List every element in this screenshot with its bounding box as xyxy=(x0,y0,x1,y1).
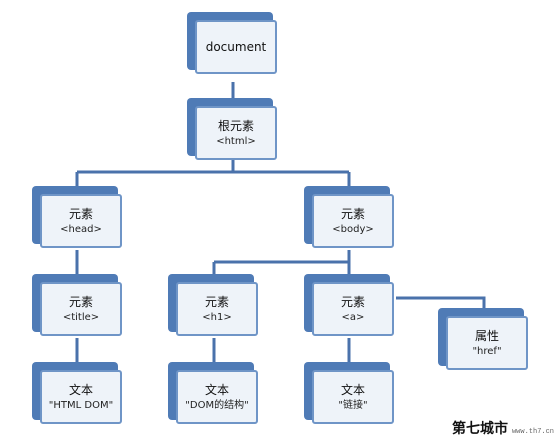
node-box: 文本 "DOM的结构" xyxy=(176,370,258,424)
connector-a-href xyxy=(396,296,486,312)
node-body: 元素 <body> xyxy=(304,186,396,250)
node-text-dom-structure-subtitle: "DOM的结构" xyxy=(185,399,249,411)
node-h1-subtitle: <h1> xyxy=(202,311,232,323)
node-html: 根元素 <html> xyxy=(187,98,279,162)
node-a-title: 元素 xyxy=(340,294,365,309)
node-href-attribute-subtitle: "href" xyxy=(472,345,502,357)
node-document-title: document xyxy=(205,40,267,54)
node-document: document xyxy=(187,12,279,76)
node-box: 元素 <body> xyxy=(312,194,394,248)
node-title-element-title: 元素 xyxy=(68,294,93,309)
node-box: 根元素 <html> xyxy=(195,106,277,160)
node-text-dom-structure-title: 文本 xyxy=(204,382,229,397)
node-text-html-dom: 文本 "HTML DOM" xyxy=(32,362,124,426)
connector-html-head-body xyxy=(75,160,351,190)
node-href-attribute: 属性 "href" xyxy=(438,308,530,372)
watermark-url: www.th7.cn xyxy=(511,428,554,436)
node-body-subtitle: <body> xyxy=(332,223,374,235)
node-text-link-subtitle: "链接" xyxy=(338,399,368,411)
node-a: 元素 <a> xyxy=(304,274,396,338)
node-box: 文本 "HTML DOM" xyxy=(40,370,122,424)
node-box: 元素 <title> xyxy=(40,282,122,336)
node-body-title: 元素 xyxy=(340,206,365,221)
node-title-element-subtitle: <title> xyxy=(62,311,100,323)
node-box: 元素 <head> xyxy=(40,194,122,248)
watermark-brand: 第七城市 xyxy=(451,421,508,437)
node-title-element: 元素 <title> xyxy=(32,274,124,338)
node-h1: 元素 <h1> xyxy=(168,274,260,338)
watermark: 第七城市 www.th7.cn xyxy=(452,418,554,438)
node-href-attribute-title: 属性 xyxy=(474,328,499,343)
connector-body-children xyxy=(212,250,351,276)
node-text-html-dom-title: 文本 xyxy=(68,382,93,397)
node-text-link-title: 文本 xyxy=(340,382,365,397)
node-html-title: 根元素 xyxy=(217,118,254,133)
node-box: 元素 <h1> xyxy=(176,282,258,336)
node-html-subtitle: <html> xyxy=(216,135,256,147)
node-box: document xyxy=(195,20,277,74)
node-head-subtitle: <head> xyxy=(60,223,102,235)
node-h1-title: 元素 xyxy=(204,294,229,309)
node-box: 属性 "href" xyxy=(446,316,528,370)
node-box: 文本 "链接" xyxy=(312,370,394,424)
node-text-dom-structure: 文本 "DOM的结构" xyxy=(168,362,260,426)
node-box: 元素 <a> xyxy=(312,282,394,336)
node-text-link: 文本 "链接" xyxy=(304,362,396,426)
node-head-title: 元素 xyxy=(68,206,93,221)
node-text-html-dom-subtitle: "HTML DOM" xyxy=(48,399,114,411)
node-head: 元素 <head> xyxy=(32,186,124,250)
node-a-subtitle: <a> xyxy=(341,311,365,323)
